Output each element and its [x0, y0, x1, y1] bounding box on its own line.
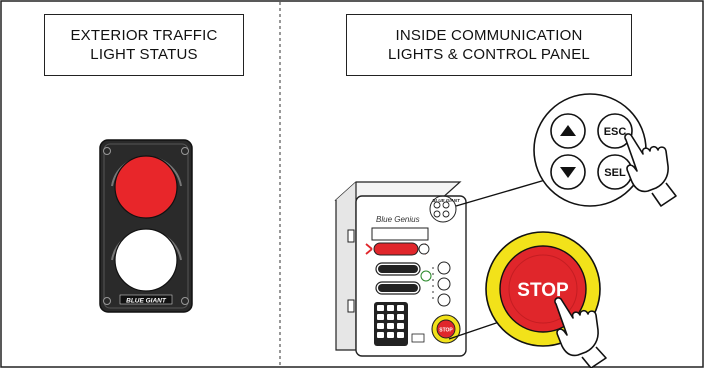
brand-plate-text: BLUE GIANT: [126, 298, 167, 305]
sel-label: SEL: [604, 167, 626, 179]
red-light: [114, 155, 178, 219]
title-line: LIGHT STATUS: [90, 46, 198, 63]
zoom-connector: [455, 177, 553, 207]
screw-icon: [103, 147, 111, 155]
device-script: Blue Genius: [376, 215, 420, 224]
title-line: LIGHTS & CONTROL PANEL: [388, 46, 590, 63]
inside-control-panel-title: INSIDE COMMUNICATION LIGHTS & CONTROL PA…: [346, 14, 632, 76]
small-stop-label: STOP: [439, 328, 453, 334]
pointing-hand-icon: [554, 297, 607, 368]
esc-label: ESC: [604, 126, 627, 138]
title-line: INSIDE COMMUNICATION: [395, 27, 583, 44]
nav-keys-zoom: ESC SEL: [533, 93, 677, 207]
stop-button-zoom: STOP: [485, 231, 607, 368]
device-brand: BLUE GIANT: [432, 198, 461, 203]
screw-icon: [103, 297, 111, 305]
down-arrow-icon: [560, 167, 576, 178]
screw-icon: [181, 147, 189, 155]
screw-icon: [181, 297, 189, 305]
traffic-light: BLUE GIANT: [99, 139, 193, 313]
control-panel: Blue Genius BLUE GIANT: [334, 181, 467, 357]
white-light: [114, 228, 178, 292]
exterior-traffic-light-title: EXTERIOR TRAFFIC LIGHT STATUS: [44, 14, 244, 76]
up-arrow-icon: [560, 125, 576, 136]
stop-label: STOP: [517, 280, 569, 301]
pointing-hand-icon: [624, 133, 677, 207]
title-line: EXTERIOR TRAFFIC: [70, 27, 218, 44]
esc-button: [597, 113, 633, 149]
